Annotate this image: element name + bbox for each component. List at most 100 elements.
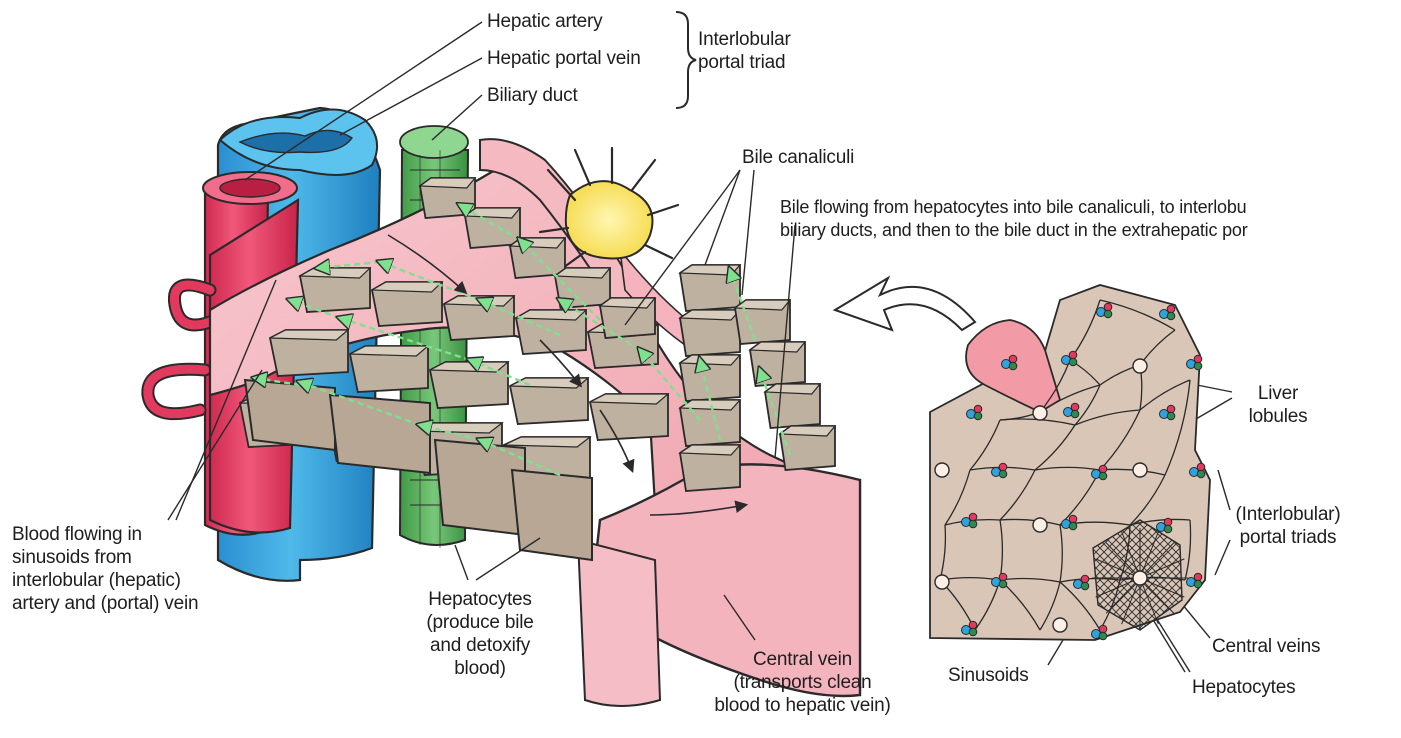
triad-artery-dot [1099,625,1107,633]
central-vein-dot [935,575,949,589]
label-central-vein-line-1: Central vein [700,648,905,671]
label-blood-flow-line-2: sinusoids from [12,546,198,569]
hepatocyte-cell-top [680,445,740,455]
triad-duct-dot [1071,410,1079,418]
label-interlobular-portal-triad: Interlobular portal triad [698,28,791,74]
triad-artery-dot [1009,355,1017,363]
label-hepatocytes-main-line-1: Hepatocytes [405,588,555,611]
hepatocyte-cell-top [372,282,442,292]
triad-duct-dot [1009,362,1017,370]
central-vein-dot [1133,359,1147,373]
hepatocyte-cell-top [555,268,610,278]
triad-artery-dot [1197,463,1205,471]
label-central-veins: Central veins [1212,635,1320,658]
central-vein-dot [1033,406,1047,420]
label-hepatic-portal-vein: Hepatic portal vein [487,47,641,70]
triad-artery-dot [1071,403,1079,411]
portal-triad-brace [676,12,696,108]
triad-duct-dot [1069,522,1077,530]
hepatocyte-cell-top [430,362,508,372]
triad-duct-dot [1104,310,1112,318]
triad-duct-dot [1099,632,1107,640]
zoom-arrow [835,278,975,330]
triad-artery-dot [1194,573,1202,581]
label-interlobular-portal-triad-line-2: portal triad [698,51,791,74]
triad-artery-dot [999,573,1007,581]
label-hepatocytes-main: Hepatocytes (produce bile and detoxify b… [405,588,555,680]
triad-artery-dot [1167,305,1175,313]
label-bile-flow-line-1: Bile flowing from hepatocytes into bile … [780,196,1248,219]
triad-duct-dot [974,412,982,420]
label-portal-triads-line-1: (Interlobular) [1218,503,1358,526]
triad-artery-dot [974,405,982,413]
label-sinusoids: Sinusoids [948,664,1029,687]
hepatocyte-block [512,470,592,560]
label-hepatic-artery: Hepatic artery [487,10,602,33]
hepatocyte-block [330,395,430,473]
hepatocyte-cell-top [300,268,370,278]
triad-duct-dot [1164,525,1172,533]
label-hepatocytes-main-line-4: blood) [405,657,555,680]
triad-duct-dot [1197,470,1205,478]
hepatocyte-cell-top [270,330,348,340]
triad-artery-dot [1069,515,1077,523]
label-blood-flow-line-3: interlobular (hepatic) [12,569,198,592]
triad-duct-dot [1069,358,1077,366]
triad-artery-dot [969,513,977,521]
triad-artery-dot [969,621,977,629]
triad-artery-dot [1069,351,1077,359]
hepatocyte-cell-top [680,310,740,320]
label-blood-flow: Blood flowing in sinusoids from interlob… [12,523,198,615]
hepatocyte-cell-top [504,437,590,447]
central-vein-dot [935,463,949,477]
label-bile-flow: Bile flowing from hepatocytes into bile … [780,196,1248,242]
hepatocyte-cell-top [590,394,668,404]
label-portal-triads-line-2: portal triads [1218,526,1358,549]
triad-artery-dot [999,463,1007,471]
central-vein-dot [1133,463,1147,477]
label-hepatocytes-main-line-2: (produce bile [405,611,555,634]
hepatocyte-cell-top [750,342,805,352]
label-liver-lobules-line-1: Liver [1238,382,1318,405]
label-blood-flow-line-4: artery and (portal) vein [12,592,198,615]
central-vein-dot [1033,518,1047,532]
triad-artery-dot [1099,465,1107,473]
triad-duct-dot [1167,412,1175,420]
triad-duct-dot [969,628,977,636]
hepatocyte-cell-top [420,178,475,188]
label-central-vein-line-3: blood to hepatic vein) [700,694,905,717]
triad-duct-dot [999,580,1007,588]
triad-duct-dot [999,470,1007,478]
central-vein-dot [1053,618,1067,632]
triad-duct-dot [1081,582,1089,590]
label-bile-flow-line-2: biliary ducts, and then to the bile duct… [780,219,1248,242]
triad-artery-dot [1167,405,1175,413]
label-liver-lobules-line-2: lobules [1238,405,1318,428]
triad-artery-dot [1104,303,1112,311]
hepatocyte-cell-top [600,298,655,308]
hepatocyte-cell-top [444,296,514,306]
triad-artery-dot [1194,355,1202,363]
hepatocyte-cell-top [780,426,835,436]
label-liver-lobules: Liver lobules [1238,382,1318,428]
hepatocyte-cell-top [680,355,740,365]
triad-artery-dot [1081,575,1089,583]
label-blood-flow-line-1: Blood flowing in [12,523,198,546]
triad-duct-dot [1167,312,1175,320]
label-interlobular-portal-triad-line-1: Interlobular [698,28,791,51]
triad-duct-dot [1194,580,1202,588]
triad-duct-dot [1194,362,1202,370]
label-bile-canaliculi: Bile canaliculi [742,146,854,169]
label-central-vein-line-2: (transports clean [700,671,905,694]
label-biliary-duct: Biliary duct [487,84,578,107]
hepatocyte-cell-top [765,384,820,394]
label-hepatocytes-main-line-3: and detoxify [405,634,555,657]
liver-lobule-panel [930,285,1210,640]
triad-duct-dot [1099,472,1107,480]
hepatocyte-cell-top [516,310,586,320]
central-vein-dot [1133,571,1147,585]
label-portal-triads: (Interlobular) portal triads [1218,503,1358,549]
triad-artery-dot [1164,518,1172,526]
